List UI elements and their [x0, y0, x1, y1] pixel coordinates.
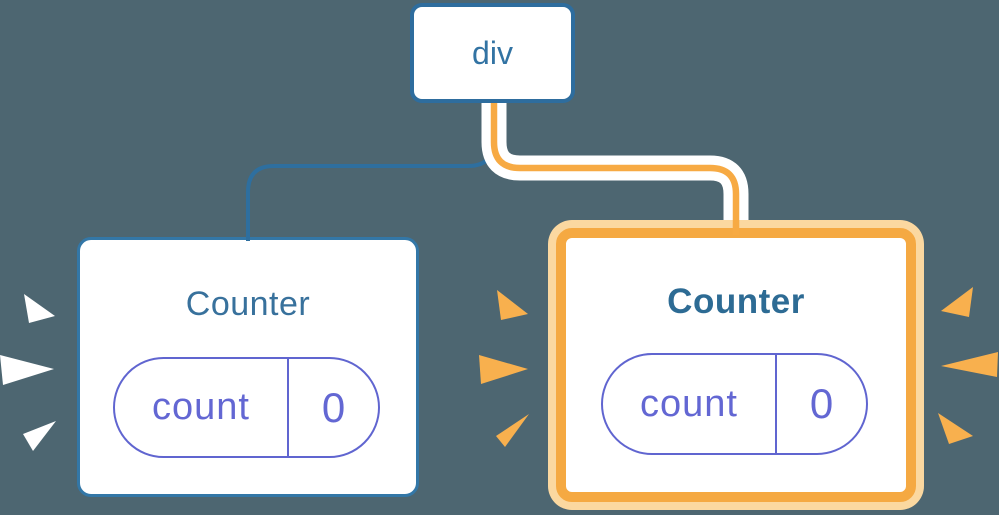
spark-icon: [938, 413, 973, 444]
burst-sparks-left: [0, 294, 56, 451]
connector-edge-right: [490, 98, 740, 235]
spark-icon: [496, 414, 529, 447]
spark-icon: [497, 290, 528, 320]
state-pill-right: count 0: [601, 353, 868, 455]
spark-icon: [0, 355, 54, 385]
counter-title-right: Counter: [667, 282, 805, 321]
connector-edge-left: [246, 98, 496, 241]
state-key-right: count: [640, 382, 738, 425]
counter-card-left: Counter count 0: [77, 237, 419, 497]
counter-title-left: Counter: [185, 285, 311, 323]
spark-icon: [24, 294, 55, 323]
spark-icon: [23, 421, 56, 451]
spark-icon: [941, 287, 973, 317]
div-node-label: div: [472, 34, 513, 71]
spark-icon: [479, 355, 528, 384]
state-key-left: count: [152, 386, 250, 428]
spark-icon: [941, 352, 998, 377]
state-value-right: 0: [775, 355, 866, 453]
state-pill-left: count 0: [113, 357, 380, 458]
state-value-left: 0: [287, 359, 378, 456]
connector-edge-right-casing: [481, 98, 749, 220]
burst-sparks-right-outer: [938, 287, 998, 444]
counter-card-right-highlighted: Counter count 0: [556, 228, 916, 502]
div-node: div: [410, 3, 575, 103]
burst-sparks-right-inner: [479, 290, 529, 447]
